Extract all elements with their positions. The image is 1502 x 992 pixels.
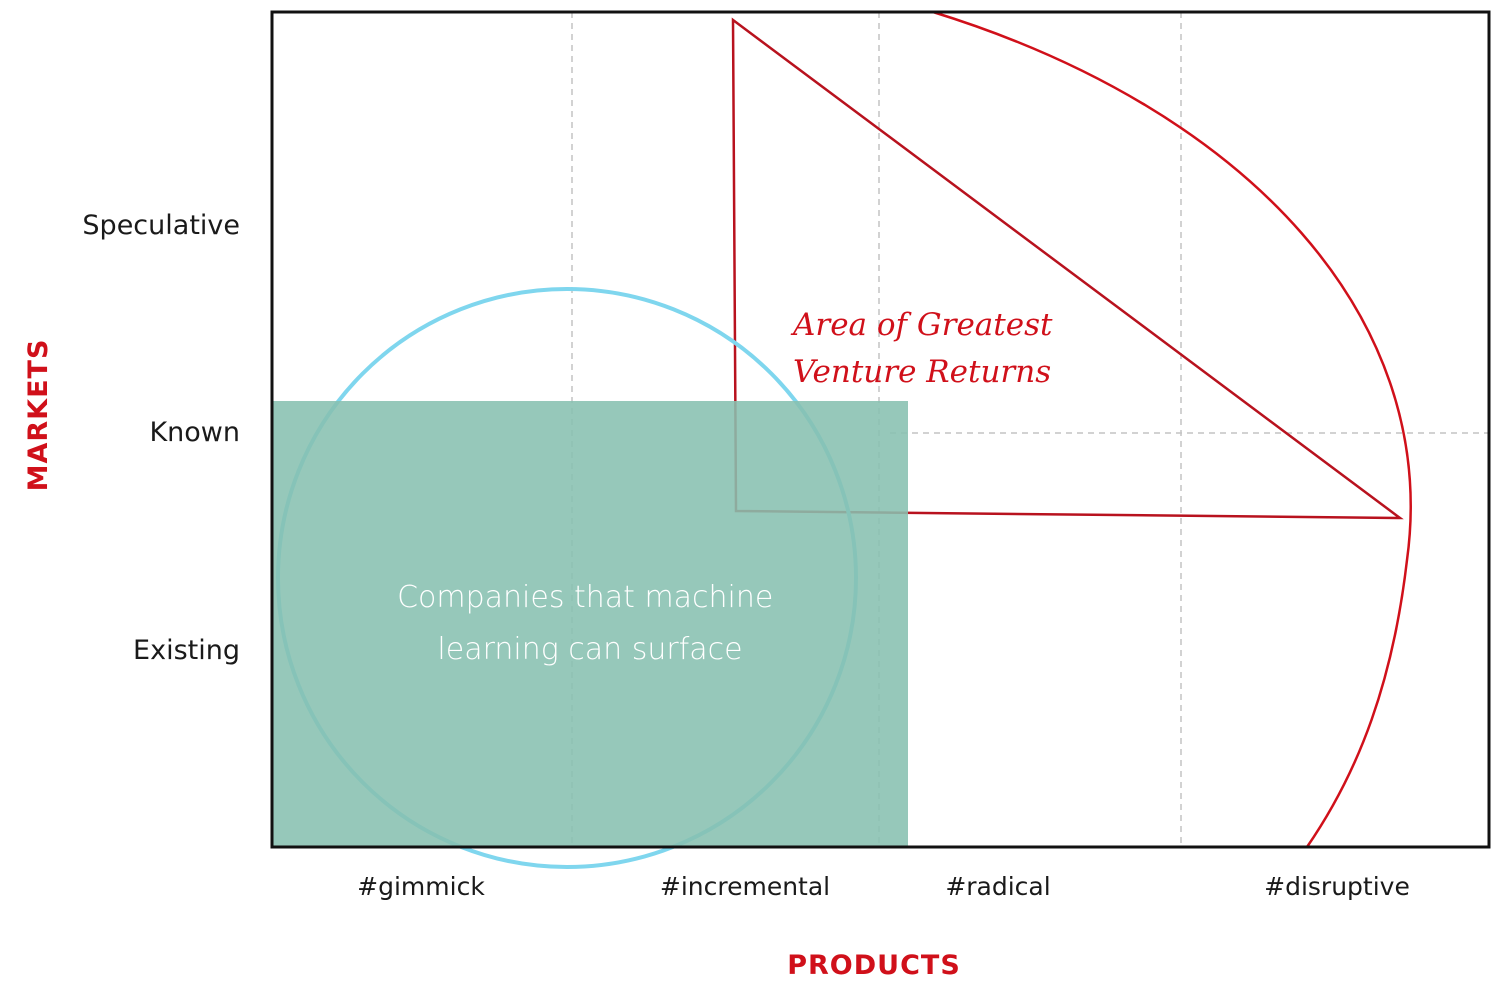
annotation-line-2: Venture Returns <box>793 354 1051 390</box>
y-tick-existing: Existing <box>133 635 240 666</box>
x-tick-incremental: #incremental <box>660 872 830 901</box>
x-axis-title: PRODUCTS <box>787 950 961 981</box>
y-tick-known: Known <box>149 417 240 448</box>
venture-returns-annotation: Area of Greatest Venture Returns <box>790 307 1062 390</box>
ml-surface-region <box>272 401 908 847</box>
plot-frame <box>270 10 1491 849</box>
x-tick-gimmick: #gimmick <box>357 872 485 901</box>
x-tick-disruptive: #disruptive <box>1264 872 1410 901</box>
disruptive-boundary-arc <box>932 10 1412 848</box>
region-label-line-2: learning can surface <box>437 632 742 667</box>
venture-returns-triangle <box>731 17 1404 520</box>
annotation-line-1: Area of Greatest <box>790 307 1053 343</box>
x-tick-radical: #radical <box>945 872 1050 901</box>
y-tick-speculative: Speculative <box>82 210 240 241</box>
region-label: Companies that machine learning can surf… <box>397 580 783 667</box>
region-label-line-1: Companies that machine <box>397 580 773 615</box>
y-axis-title: MARKETS <box>23 339 54 492</box>
